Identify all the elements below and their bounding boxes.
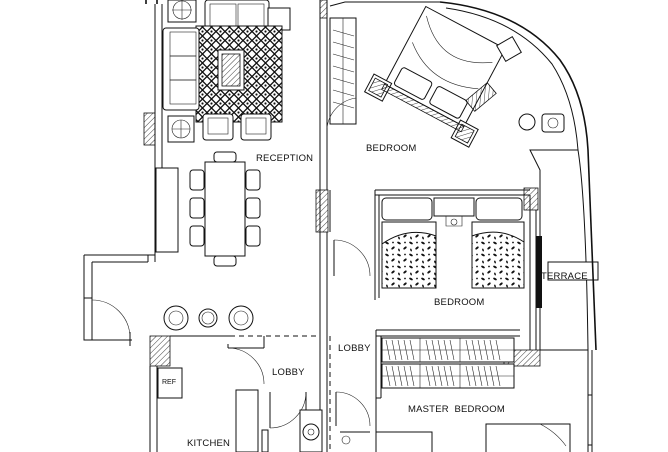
label-terrace: TERRACE — [541, 271, 588, 282]
closets — [381, 337, 515, 389]
terrace — [529, 149, 599, 351]
master-bedroom — [335, 391, 571, 452]
label-bedroom-mid: BEDROOM — [434, 297, 485, 308]
living-furniture — [155, 0, 291, 331]
top-bedroom — [326, 5, 565, 148]
kitchen — [157, 367, 323, 452]
room-labels: RECEPTION BEDROOM BEDROOM TERRACE LOBBY … — [162, 143, 588, 449]
label-ref: REF — [162, 379, 176, 386]
label-lobby-center: LOBBY — [338, 343, 371, 354]
label-reception: RECEPTION — [256, 153, 313, 164]
label-lobby-left: LOBBY — [272, 367, 305, 378]
label-kitchen: KITCHEN — [187, 438, 230, 449]
middle-bedroom — [333, 197, 525, 300]
label-master-bedroom: MASTER BEDROOM — [408, 404, 505, 415]
label-bedroom-top: BEDROOM — [366, 143, 417, 154]
